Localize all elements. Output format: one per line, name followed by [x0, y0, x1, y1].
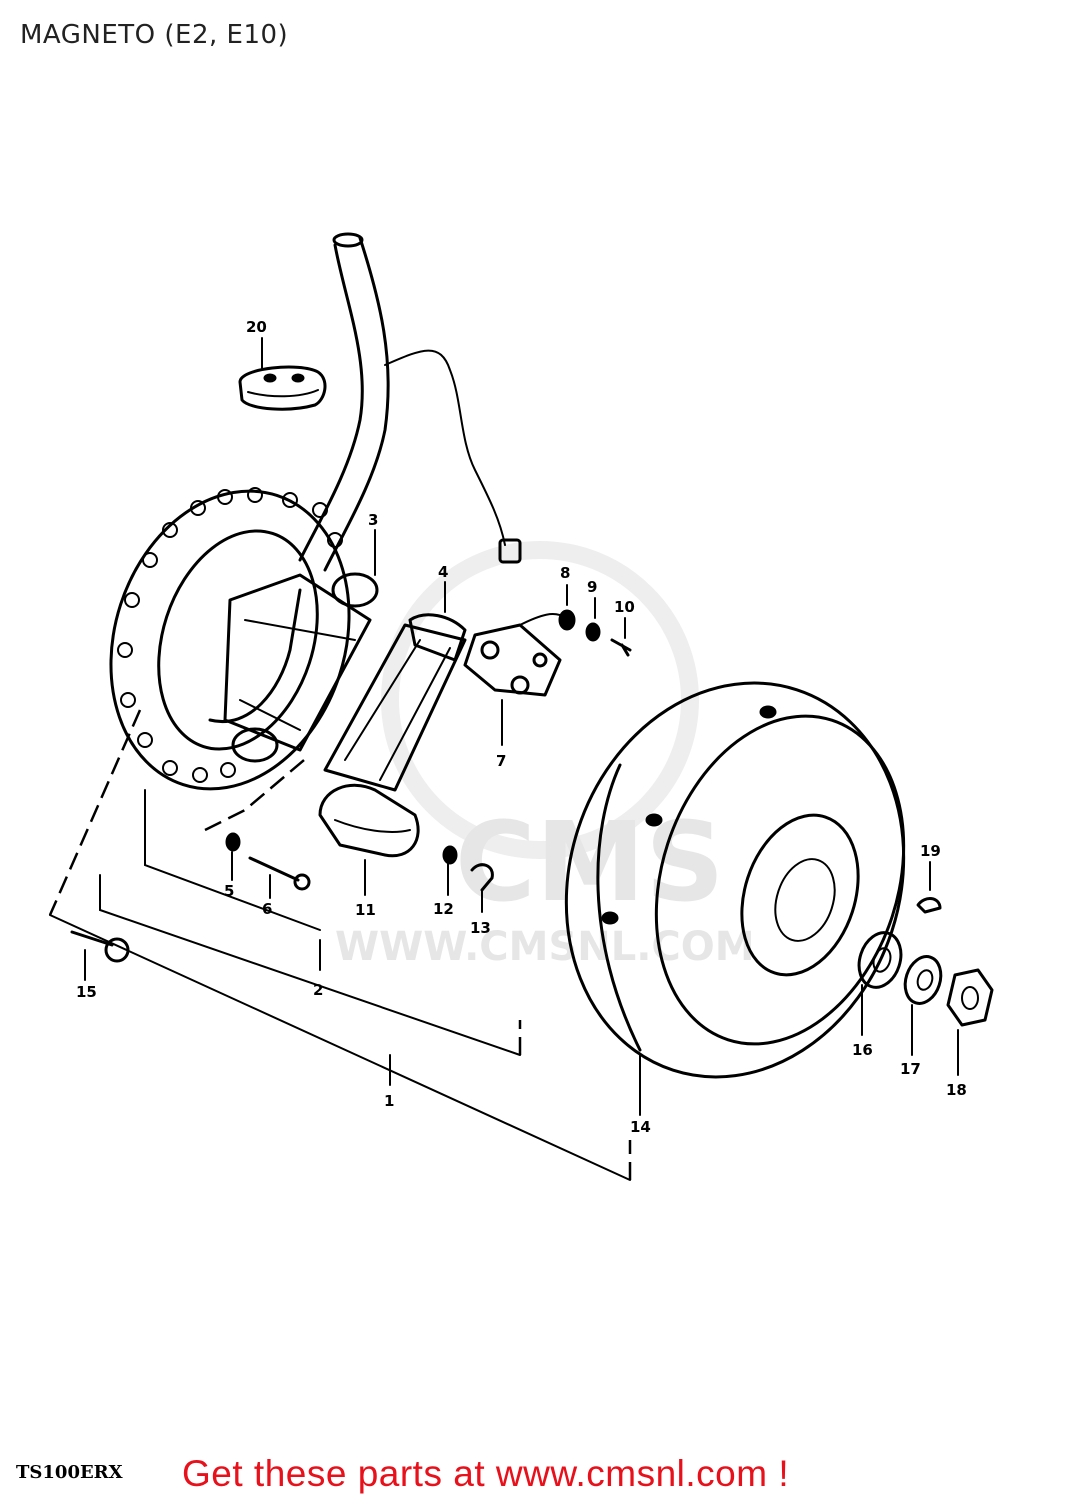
watermark-logo-text: CMS: [455, 798, 724, 926]
part-7-contact-breaker: [463, 613, 566, 746]
part-15-screw: [70, 930, 114, 947]
watermark-helmet-outline: [381, 541, 699, 859]
callout-5: 5: [224, 882, 234, 900]
watermark: CMS WWW.CMSNL.COM: [335, 541, 755, 970]
callout-10: 10: [614, 598, 635, 616]
footer-parts-link[interactable]: Get these parts at www.cmsnl.com !: [182, 1453, 790, 1494]
callout-17: 17: [900, 1060, 921, 1078]
part-16-washer: [857, 931, 903, 989]
page-title: MAGNETO (E2, E10): [20, 20, 289, 50]
part-17-washer: [903, 955, 943, 1005]
callout-19: 19: [920, 842, 941, 860]
callout-13: 13: [470, 919, 491, 937]
callout-7: 7: [496, 752, 506, 770]
callout-3: 3: [368, 511, 378, 529]
part-12-washer: [442, 845, 458, 865]
callout-1: 1: [384, 1092, 394, 1110]
callout-2: 2: [313, 981, 323, 999]
part-6-screw: [248, 856, 300, 882]
callout-18: 18: [946, 1081, 967, 1099]
stator-plate: [109, 487, 351, 791]
part-9-washer: [585, 622, 601, 642]
callout-8: 8: [560, 564, 570, 582]
callout-labels: 1 2 3 4 5 6 7 8 9 10 11 12 13 14 15 16 1…: [76, 318, 967, 1136]
callout-4: 4: [438, 563, 448, 581]
callout-9: 9: [587, 578, 597, 596]
watermark-url-text: WWW.CMSNL.COM: [335, 924, 755, 970]
part-10-screw: [610, 638, 632, 657]
assembly-brackets: [48, 709, 632, 1181]
callout-16: 16: [852, 1041, 873, 1059]
part-4-coil: [323, 581, 467, 792]
model-code: TS100ERX: [16, 1462, 123, 1483]
small-hardware: [70, 584, 632, 981]
callout-12: 12: [433, 900, 454, 918]
part-18-nut: [946, 968, 994, 1027]
part-3-coil: [223, 529, 379, 763]
part-19-key: [916, 897, 942, 914]
callout-15: 15: [76, 983, 97, 1001]
callout-11: 11: [355, 901, 376, 919]
callout-20: 20: [246, 318, 267, 336]
part-5-washer: [225, 832, 241, 852]
part-8-washer: [558, 609, 576, 631]
rotor-hardware: [857, 861, 994, 1076]
callout-14: 14: [630, 1118, 651, 1136]
wire-harness: [298, 232, 522, 572]
part-14-rotor: [564, 681, 906, 1116]
part-13-screw: [470, 863, 494, 892]
part-20-grommet: [238, 337, 327, 411]
callout-6: 6: [262, 900, 272, 918]
part-11-coil: [318, 783, 420, 896]
